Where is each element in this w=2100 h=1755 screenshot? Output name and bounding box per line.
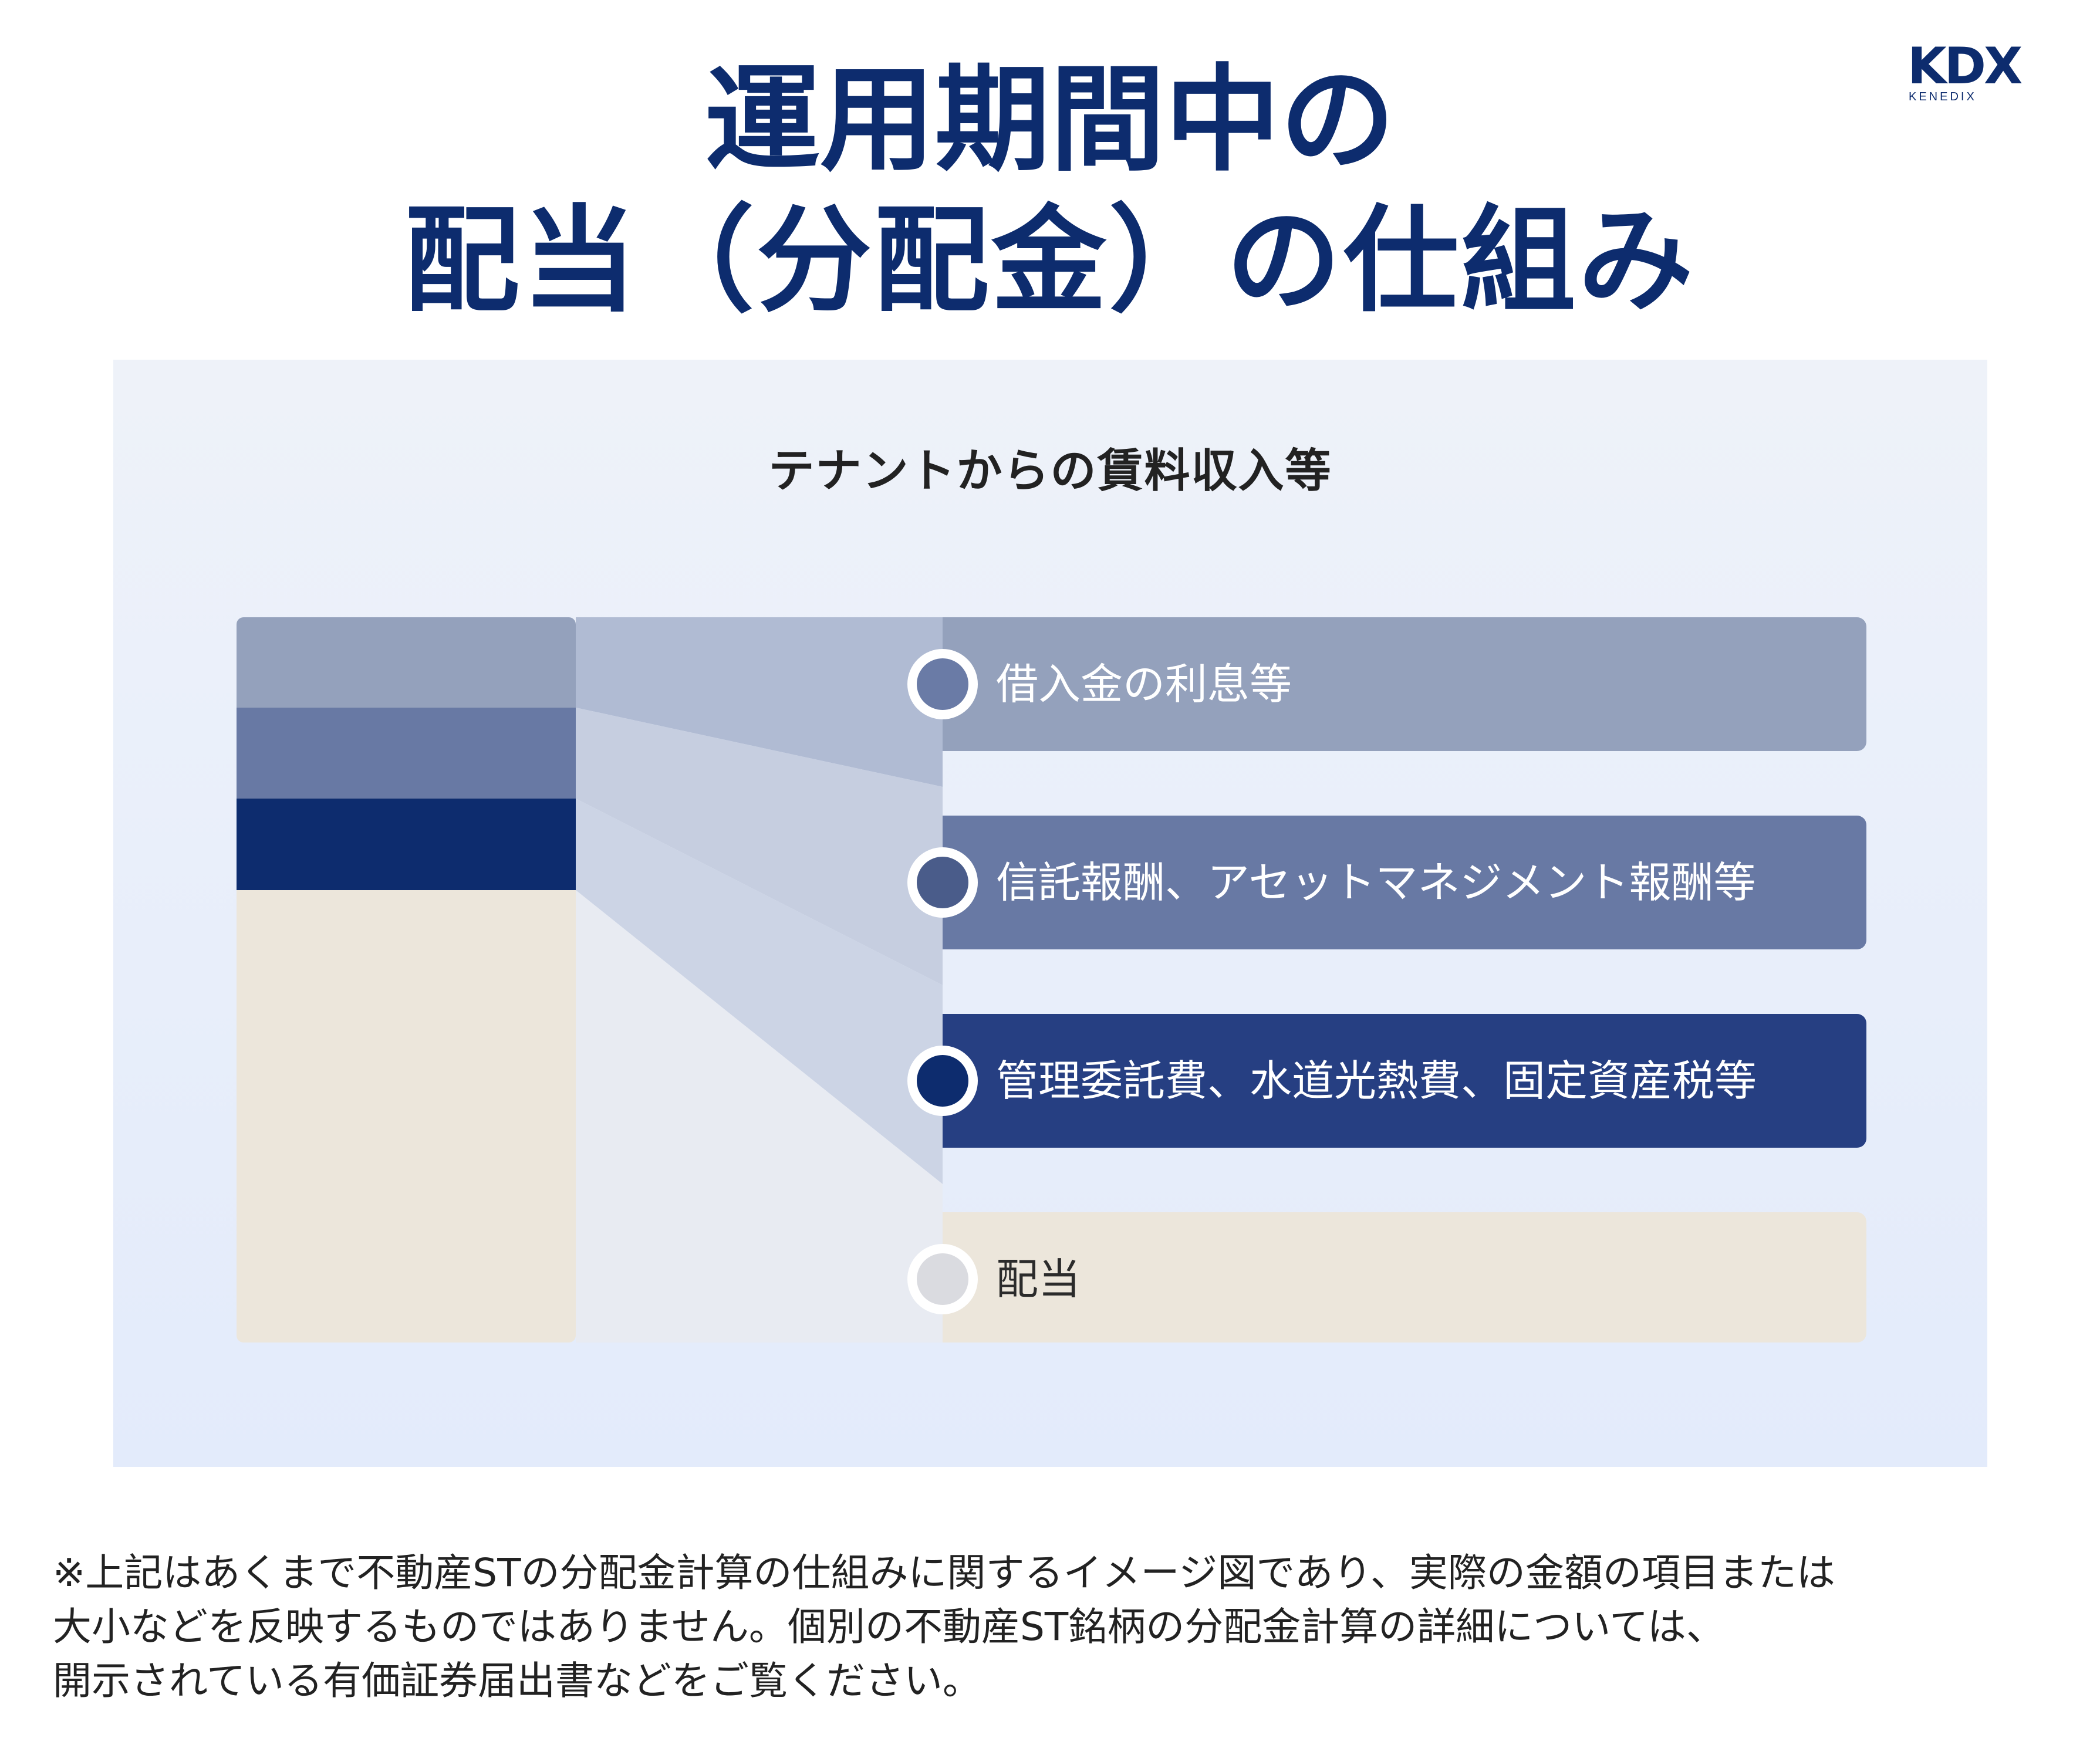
connector-interest <box>576 617 943 787</box>
label-fees: 信託報酬、アセットマネジメント報酬等 <box>996 858 1756 907</box>
logo-mark: KDX <box>1907 37 2023 96</box>
footnote-line-2: 大小などを反映するものではありません。個別の不動産ST銘柄の分配金計算の詳細につ… <box>53 1604 1725 1649</box>
bar-segment-dividend <box>237 890 576 1343</box>
marker-dividend <box>907 1244 978 1314</box>
diagram-heading: テナントからの賃料収入等 <box>768 445 1332 498</box>
marker-expenses <box>907 1046 978 1116</box>
label-interest: 借入金の利息等 <box>996 660 1292 709</box>
page-title-line-2: 配当（分配金）の仕組み <box>404 194 1696 328</box>
bar-segment-fees <box>237 708 576 799</box>
footnote-line-1: ※上記はあくまで不動産STの分配金計算の仕組みに関するイメージ図であり、実際の金… <box>53 1550 1835 1595</box>
marker-fees <box>907 847 978 918</box>
connector-fees <box>576 708 943 985</box>
diagram-panel: テナントからの賃料収入等 借入金の利息等 信託報酬、アセットマネジメント報酬等 … <box>113 360 1987 1467</box>
footnote-line-3: 開示されている有価証券届出書などをご覧ください。 <box>53 1658 982 1703</box>
bar-segment-expenses <box>237 799 576 890</box>
page-title-line-1: 運用期間中の <box>704 53 1395 187</box>
footnote: ※上記はあくまで不動産STの分配金計算の仕組みに関するイメージ図であり、実際の金… <box>53 1546 2060 1708</box>
label-bar-dividend <box>943 1212 1866 1343</box>
label-dividend: 配当 <box>996 1254 1081 1304</box>
connector-dividend <box>576 890 943 1343</box>
label-bar-interest <box>943 617 1866 751</box>
label-bar-fees <box>943 816 1866 949</box>
logo-subtext: KENEDIX <box>1909 90 1977 103</box>
kdx-logo: KDX KENEDIX <box>1907 41 2048 106</box>
bar-segment-interest <box>237 617 576 708</box>
distribution-diagram <box>237 617 1866 1343</box>
marker-interest <box>907 649 978 719</box>
connector-expenses <box>576 799 943 1184</box>
label-expenses: 管理委託費、水道光熱費、固定資産税等 <box>996 1056 1757 1105</box>
label-bar-expenses <box>943 1014 1866 1148</box>
